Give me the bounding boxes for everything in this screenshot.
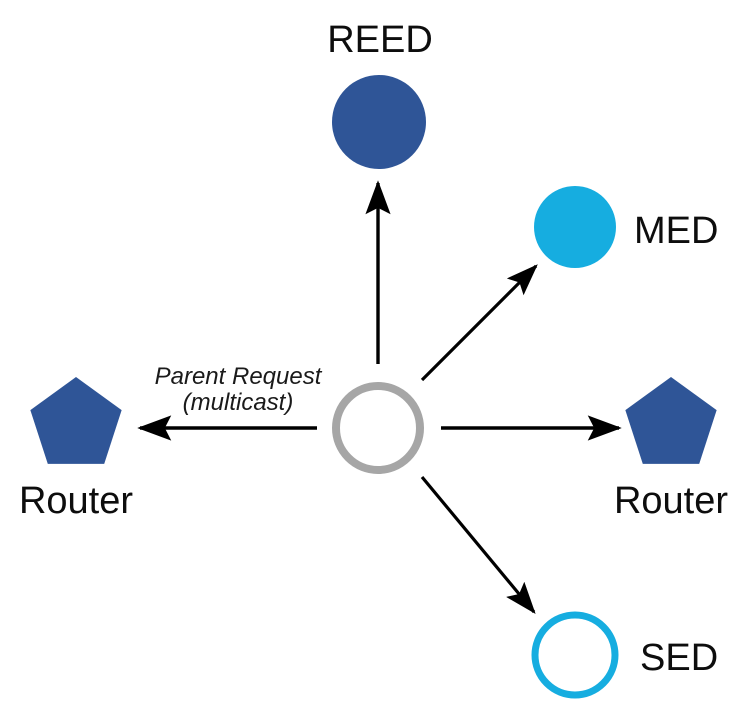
edge-label-parent-request: Parent Request (multicast) (155, 363, 323, 416)
node-label-reed: REED (327, 19, 433, 61)
node-joining-device[interactable] (332, 382, 424, 474)
node-label-router-left: Router (19, 480, 133, 522)
node-reed[interactable] (332, 75, 426, 169)
node-group: REED MED Router SED Router (19, 19, 728, 699)
node-med[interactable] (534, 186, 616, 268)
arrow-group (137, 180, 622, 614)
arrow-to-sed (420, 475, 536, 614)
node-router-left[interactable] (30, 377, 122, 464)
edge-label-line2: (multicast) (183, 389, 294, 416)
node-router-right[interactable] (625, 377, 717, 464)
node-sed[interactable] (531, 611, 619, 699)
edge-label-line1: Parent Request (155, 363, 323, 390)
node-label-sed: SED (640, 637, 718, 679)
arrow-to-med (420, 264, 538, 382)
node-label-med: MED (634, 210, 718, 252)
node-label-router-right: Router (614, 480, 728, 522)
